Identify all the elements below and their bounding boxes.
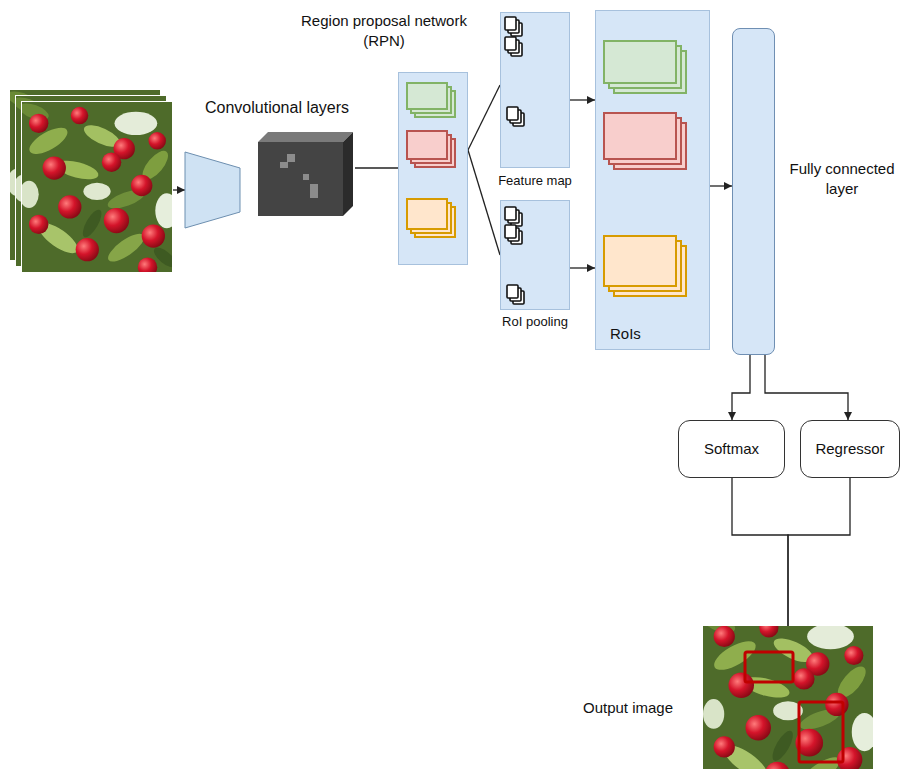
rpn-panel: Region proposal network (RPN) [398, 72, 468, 265]
feature-icon [505, 17, 516, 30]
feature-icon [507, 285, 518, 298]
node-illustration [501, 201, 571, 311]
node-illustration [501, 13, 571, 169]
output-image: Output image [703, 648, 873, 766]
input-arrow [173, 189, 185, 190]
node-illustration [185, 128, 355, 228]
node-label: Output image [583, 698, 673, 718]
feature-icon [507, 107, 518, 120]
connector [468, 150, 500, 255]
connector [765, 355, 848, 420]
input-photo [17, 100, 179, 277]
detection-box [799, 702, 843, 762]
connector [788, 478, 850, 648]
encoder-trapezoid [185, 152, 240, 228]
feature-map-panel: Feature map [500, 12, 570, 168]
output-photo [700, 611, 877, 769]
node-illustration [399, 73, 469, 266]
proposal-box [604, 41, 676, 83]
fully-connected-layer: Fully connected layer [732, 28, 775, 355]
feature-cube-top [258, 132, 353, 142]
node-label: Regressor [815, 439, 884, 459]
connector [732, 355, 750, 420]
proposal-box [407, 131, 447, 159]
activation-spot [280, 162, 288, 168]
feature-icon [505, 225, 516, 238]
node-illustration [703, 648, 873, 766]
convolution-block: Convolutional layers [185, 128, 355, 228]
activation-spot [310, 184, 318, 198]
input-image-stack [5, 88, 179, 277]
proposal-box [604, 113, 676, 159]
activation-spot [287, 154, 295, 162]
connector [710, 185, 732, 186]
node-label: Softmax [704, 439, 759, 459]
node-label: Fully connected layer [783, 159, 901, 198]
node-label: Feature map [498, 173, 572, 190]
node-label: RoIs [610, 324, 641, 344]
rois-panel: RoIs [595, 10, 710, 350]
regressor-box: Regressor [800, 420, 900, 478]
activation-spot [303, 174, 309, 180]
proposal-box [604, 236, 676, 286]
feature-cube-front [258, 142, 343, 216]
roi-pooling-panel: RoI pooling [500, 200, 570, 310]
feature-icon [505, 207, 516, 220]
feature-cube-side [343, 132, 353, 216]
connector [468, 85, 500, 150]
node-label: RoI pooling [502, 314, 568, 331]
feature-icon [505, 37, 516, 50]
connector [732, 478, 788, 648]
node-illustration [596, 11, 711, 351]
node-label: Convolutional layers [205, 98, 349, 119]
proposal-box [407, 83, 447, 109]
connector [570, 99, 595, 100]
softmax-box: Softmax [678, 420, 785, 478]
node-label: Region proposal network (RPN) [289, 11, 479, 50]
connector [570, 267, 595, 268]
connector [355, 167, 398, 168]
proposal-box [407, 199, 447, 229]
detection-box [745, 652, 793, 682]
